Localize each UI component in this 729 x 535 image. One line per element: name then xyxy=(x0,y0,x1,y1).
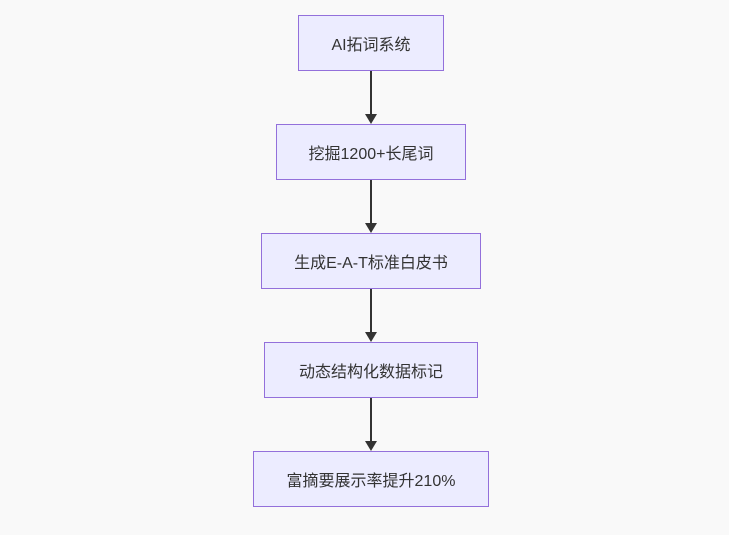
arrowhead-down-icon xyxy=(365,223,377,233)
flowchart-node-rich-snippet-result: 富摘要展示率提升210% xyxy=(253,451,489,507)
flowchart-node-label: 生成E-A-T标准白皮书 xyxy=(294,255,448,272)
flowchart-node-label: 富摘要展示率提升210% xyxy=(286,473,456,490)
flowchart-node-eat-whitepaper: 生成E-A-T标准白皮书 xyxy=(261,233,481,289)
flowchart-node-label: AI拓词系统 xyxy=(331,37,411,54)
flow-arrow-2 xyxy=(365,180,377,233)
arrowhead-down-icon xyxy=(365,332,377,342)
flowchart-node-longtail-mining: 挖掘1200+长尾词 xyxy=(276,124,466,180)
arrow-line xyxy=(370,71,372,114)
flow-arrow-4 xyxy=(365,398,377,451)
flowchart-node-structured-data: 动态结构化数据标记 xyxy=(264,342,478,398)
flow-arrow-3 xyxy=(365,289,377,342)
flowchart-node-ai-expansion: AI拓词系统 xyxy=(298,15,444,71)
flowchart-node-label: 挖掘1200+长尾词 xyxy=(308,146,434,163)
arrow-line xyxy=(370,398,372,441)
flow-arrow-1 xyxy=(365,71,377,124)
arrowhead-down-icon xyxy=(365,441,377,451)
flowchart-node-label: 动态结构化数据标记 xyxy=(298,364,443,381)
arrow-line xyxy=(370,289,372,332)
arrowhead-down-icon xyxy=(365,114,377,124)
arrow-line xyxy=(370,180,372,223)
